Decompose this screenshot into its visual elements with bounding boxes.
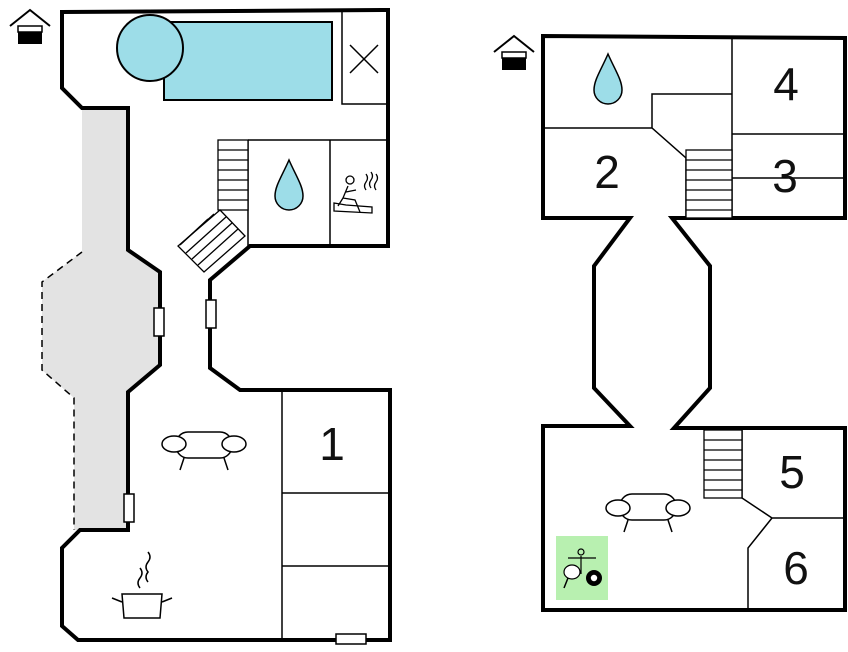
- terrace-area: [42, 108, 160, 530]
- window-icon: [205, 299, 217, 329]
- room-number-2: 2: [594, 146, 620, 198]
- sofa-icon: [605, 493, 691, 533]
- pool-icon: [116, 14, 333, 101]
- room-number-4: 4: [773, 58, 799, 110]
- water-drop-icon: [274, 158, 304, 211]
- room-number-1: 1: [319, 418, 345, 470]
- room-number-5: 5: [779, 446, 805, 498]
- house-entrance-icon: [9, 8, 51, 44]
- sauna-icon: [333, 171, 379, 214]
- window-icon: [123, 493, 135, 523]
- ground-outer-wall: [60, 7, 392, 642]
- upper-interior-walls: [543, 38, 845, 218]
- stairs-icon: [703, 429, 743, 499]
- stairs-icon: [685, 149, 733, 219]
- game-room-icon: [556, 536, 608, 600]
- sofa-icon: [161, 431, 247, 471]
- cooking-pot-icon: [111, 551, 173, 619]
- window-icon: [335, 633, 367, 645]
- upper-floor: 2 3 4 5 6: [493, 33, 847, 612]
- ground-floor: 1: [9, 7, 392, 645]
- house-entrance-icon: [493, 34, 535, 70]
- room-number-6: 6: [783, 542, 809, 594]
- stairs-icon: [177, 139, 249, 273]
- terrace-dashed-edge: [41, 251, 83, 530]
- x-marked-room-icon: [349, 44, 379, 74]
- water-drop-icon: [593, 52, 623, 105]
- window-icon: [153, 307, 165, 337]
- room-number-3: 3: [772, 150, 798, 202]
- upper-outer-wall: [541, 33, 847, 612]
- pool-room-wall: [341, 12, 388, 105]
- bath-sauna-block: [247, 139, 388, 246]
- room-1-block: [281, 390, 390, 640]
